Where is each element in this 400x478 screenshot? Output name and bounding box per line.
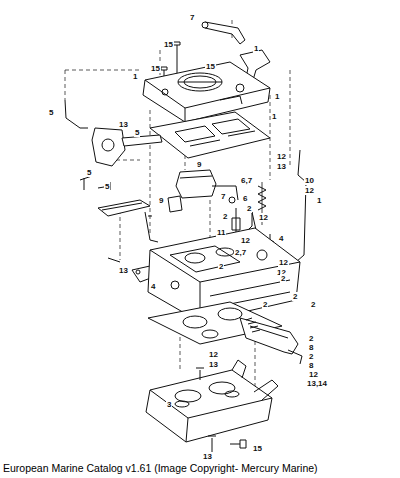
- callout-number: 13: [208, 360, 219, 369]
- callout-number: 7: [189, 13, 195, 22]
- callout-number: 12: [208, 350, 219, 359]
- callout-number: 2: [280, 274, 286, 283]
- callout-number: 5: [48, 108, 54, 117]
- callout-number: 2: [310, 300, 316, 309]
- callout-number: 12: [308, 370, 319, 379]
- callout-number: 13: [202, 452, 213, 461]
- callout-number: 13: [118, 120, 129, 129]
- callout-number: 15: [163, 40, 174, 49]
- callout-number: 13: [276, 162, 287, 171]
- callout-number: 2: [246, 204, 252, 213]
- callout-number: 6: [242, 194, 248, 203]
- callout-number: 2: [308, 334, 314, 343]
- callout-number: 13: [118, 266, 129, 275]
- callout-number: 12: [276, 152, 287, 161]
- callout-number: 9: [158, 196, 164, 205]
- callout-number: 2: [292, 292, 298, 301]
- callout-number: 2: [218, 262, 224, 271]
- callout-number: 8: [308, 361, 314, 370]
- callout-number: 15: [205, 62, 216, 71]
- callout-number: 1: [271, 112, 277, 121]
- callout-number: 9: [196, 160, 202, 169]
- callout-number: 5: [104, 182, 110, 191]
- callout-number: 12: [278, 258, 289, 267]
- callout-number: 5: [134, 128, 140, 137]
- caption: European Marine Catalog v1.61 (Image Cop…: [3, 462, 318, 474]
- callout-number: 15: [150, 64, 161, 73]
- callout-number: 12: [240, 236, 251, 245]
- callout-number: 2,7: [234, 248, 247, 257]
- callout-number: 1: [274, 92, 280, 101]
- callout-number: 7: [220, 192, 226, 201]
- callout-number: 3: [166, 400, 172, 409]
- callout-number: 13,14: [306, 379, 328, 388]
- callout-number: 6,7: [240, 176, 253, 185]
- callout-number: 15: [252, 444, 263, 453]
- callout-number: 2: [262, 300, 268, 309]
- callout-number: 1: [132, 72, 138, 81]
- callout-number: 2: [308, 352, 314, 361]
- callout-number: 2: [222, 212, 228, 221]
- callout-number: 11: [216, 228, 226, 237]
- callout-number: 5: [86, 168, 92, 177]
- callout-number: 12: [304, 186, 315, 195]
- callout-number: 4: [278, 234, 284, 243]
- callout-number: 10: [304, 176, 315, 185]
- callout-number: 12: [258, 213, 269, 222]
- callout-number: 1: [316, 196, 322, 205]
- callout-number: 1: [253, 44, 259, 53]
- callout-number: 8: [308, 343, 314, 352]
- callout-number: 4: [150, 282, 156, 291]
